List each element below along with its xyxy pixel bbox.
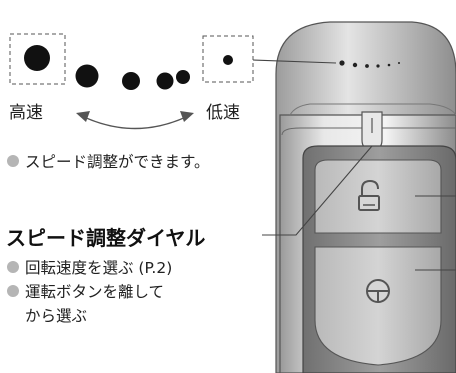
speed-adjust-note: スピード調整ができます。 — [7, 150, 209, 172]
speed-dot-2 — [75, 64, 99, 88]
speed-dots — [9, 33, 254, 90]
dial-note-2-text: 運転ボタンを離して — [25, 283, 165, 301]
leader-lines — [252, 59, 456, 271]
dial-note-1: 回転速度を選ぶ (P.2) — [7, 256, 172, 278]
speed-dot-3 — [122, 72, 140, 90]
dial-note-2: 運転ボタンを離して — [7, 280, 164, 302]
low-speed-box — [202, 35, 254, 83]
high-speed-box — [9, 33, 66, 85]
double-arrow-icon — [76, 111, 194, 130]
dial-note-1-text: 回転速度を選ぶ (P.2) — [25, 259, 173, 277]
low-speed-label: 低速 — [206, 103, 240, 123]
speed-dot-4 — [156, 72, 174, 90]
dial-note-2-continuation: から選ぶ — [25, 307, 88, 325]
dial-title: スピード調整ダイヤル — [6, 226, 206, 250]
lock-open-icon — [358, 179, 380, 211]
bullet-icon — [7, 261, 19, 273]
speed-dot-1 — [24, 45, 50, 71]
bullet-icon — [7, 155, 19, 167]
speed-dot-5 — [176, 70, 190, 84]
bullet-icon — [7, 285, 19, 297]
speed-adjust-text: スピード調整ができます。 — [25, 153, 210, 171]
speed-dot-6 — [223, 55, 233, 65]
power-button-icon — [366, 279, 390, 303]
high-speed-label: 高速 — [9, 103, 43, 123]
